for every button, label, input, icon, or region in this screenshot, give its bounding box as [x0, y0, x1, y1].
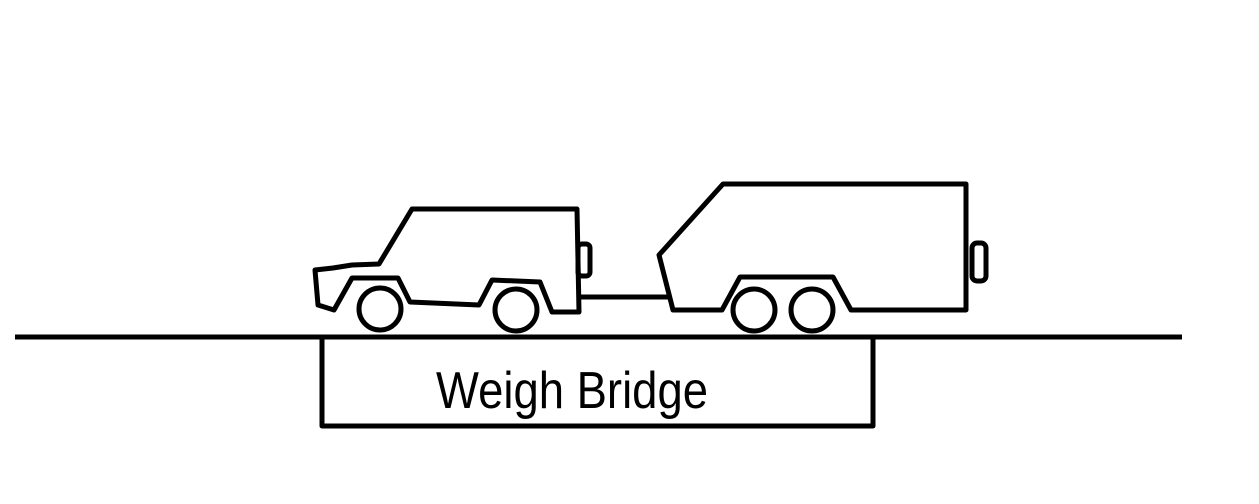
car-front-wheel	[356, 285, 404, 333]
weigh-bridge-platform	[319, 339, 876, 429]
trailer-body	[656, 181, 969, 313]
weigh-bridge-label: Weigh Bridge	[436, 362, 708, 420]
car-body	[312, 206, 582, 315]
trailer-tail-light	[969, 240, 989, 284]
trailer-front-wheel	[730, 286, 778, 334]
car-rear-wheel	[492, 286, 540, 334]
line-art-group	[15, 181, 1182, 429]
trailer-rear-wheel	[788, 286, 836, 334]
car-tail-light	[575, 241, 593, 279]
